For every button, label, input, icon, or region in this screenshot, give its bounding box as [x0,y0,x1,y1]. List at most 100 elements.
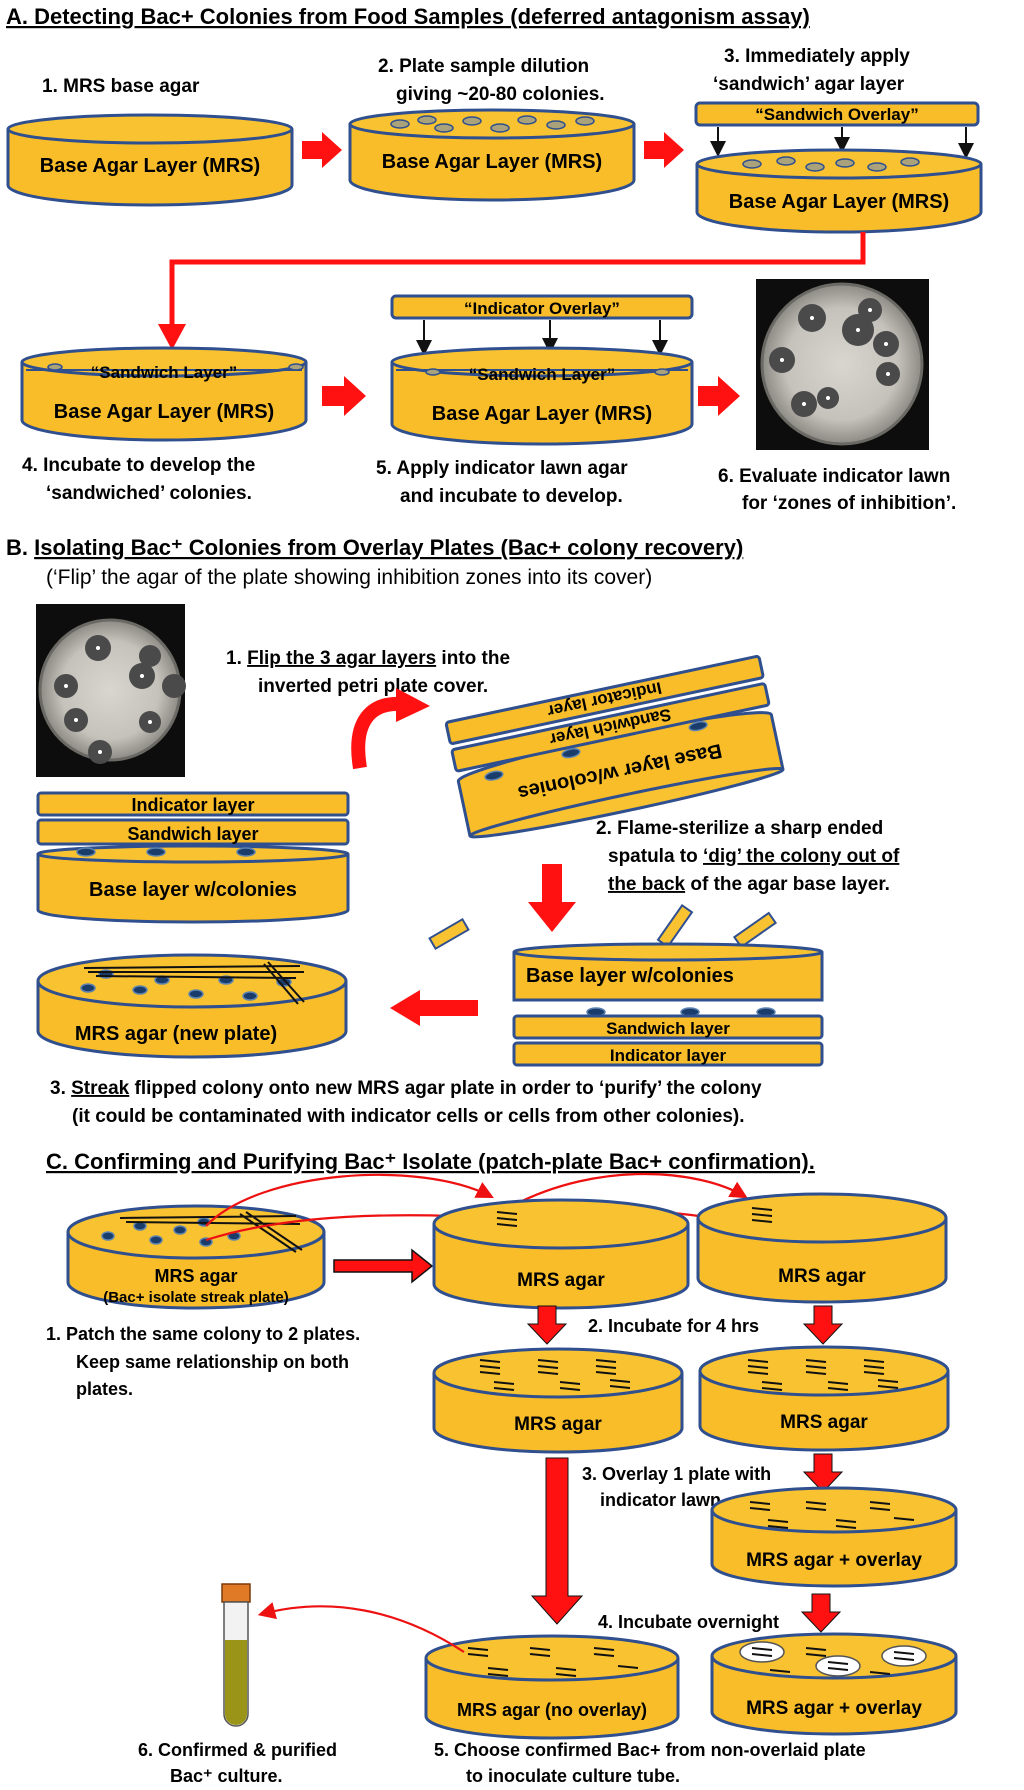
c-down-arrow-3 [802,1453,844,1493]
c-incubated-plate-2-label: MRS agar [780,1412,868,1433]
b-stack-left: Indicator layer Sandwich layer Base laye… [36,791,350,924]
b-left-indicator-layer [36,791,350,817]
b-new-plate-label: MRS agar (new plate) [75,1023,277,1045]
c-step1-label-line1: 1. Patch the same colony to 2 plates. [46,1324,360,1344]
c-incubated-plate-1: MRS agar [432,1347,684,1454]
b-agar-fragment-3 [732,911,778,949]
b-stack-flipped: Base layer w/colonies Sandwich layer Ind… [444,655,785,839]
a-step6-label-line2: for ‘zones of inhibition’. [742,493,956,514]
a-step4-label-line2: ‘sandwiched’ colonies. [46,483,252,504]
a-inhibition-photo [756,279,929,450]
c-step3-label-line1: 3. Overlay 1 plate with [582,1464,771,1484]
b-stack-right: Base layer w/colonies Sandwich layer Ind… [512,942,824,1067]
a-arrow-1-2 [302,132,342,168]
a-plate-1: Base Agar Layer (MRS) [6,113,294,207]
c-step3-label-line2: indicator lawn [600,1490,721,1510]
section-a-title: A. Detecting Bac+ Colonies from Food Sam… [6,4,810,29]
a-sandwich-overlay [694,101,980,127]
b-left-sandwich-layer [36,818,350,846]
a-plate-5-sandwich-label: “Sandwich Layer” [469,365,615,384]
b-left-arrow [390,990,478,1026]
a-plate-4-label: Base Agar Layer (MRS) [54,401,274,423]
b-step3-label-line1: 3. Streak flipped colony onto new MRS ag… [50,1078,762,1099]
b-right-base-label: Base layer w/colonies [526,965,734,987]
b-flip-arrow [351,696,403,770]
c-patch-plate-1-label: MRS agar [517,1270,605,1291]
c-no-overlay-plate: MRS agar (no overlay) [424,1634,680,1740]
section-c-title: C. Confirming and Purifying Bac⁺ Isolate… [46,1149,815,1174]
c-patch-arrow-1 [205,1173,494,1227]
c-step1-label-line3: plates. [76,1379,133,1399]
a-sandwich-overlay-label: “Sandwich Overlay” [755,105,918,124]
b-right-sandwich-layer [512,1014,824,1040]
b-right-indicator-layer [512,1041,824,1067]
c-step5-label-line1: 5. Choose confirmed Bac+ from non-overla… [434,1740,866,1760]
a-plate-2-label: Base Agar Layer (MRS) [382,151,602,173]
a-step5-label-line1: 5. Apply indicator lawn agar [376,458,628,479]
a-step2-label-line1: 2. Plate sample dilution [378,56,589,77]
b-agar-fragment [428,917,470,951]
a-plate-4: “Sandwich Layer” Base Agar Layer (MRS) [20,346,308,442]
b-new-plate: MRS agar (new plate) [36,953,348,1059]
a-step6-label-line1: 6. Evaluate indicator lawn [718,466,950,487]
a-arrow-4-5 [322,376,366,416]
c-long-down-arrow [530,1457,584,1625]
a-step2-label-line2: giving ~20-80 colonies. [396,84,605,105]
a-plate-3-label: Base Agar Layer (MRS) [729,191,949,213]
c-incubated-plate-1-label: MRS agar [514,1414,602,1435]
a-plate-1-label: Base Agar Layer (MRS) [40,155,260,177]
a-plate-5: “Indicator Overlay” “Sandwich Layer” Bas… [390,294,694,446]
b-right-sandwich-label: Sandwich layer [606,1019,730,1038]
c-patch-plate-2-label: MRS agar [778,1266,866,1287]
c-step1-label-line2: Keep same relationship on both [76,1352,349,1372]
c-step2-label: 2. Incubate for 4 hrs [588,1316,759,1336]
b-left-sandwich-label: Sandwich layer [127,824,258,844]
a-plate-5-label: Base Agar Layer (MRS) [432,403,652,425]
c-step6-label-line2: Bac⁺ culture. [170,1766,283,1786]
c-down-arrow-2 [802,1305,844,1345]
a-plate-2: Base Agar Layer (MRS) [348,108,636,202]
b-step2-label-line2: spatula to ‘dig’ the colony out of [608,846,900,867]
c-right-arrow [333,1248,434,1284]
c-streak-plate: MRS agar (Bac+ isolate streak plate) [66,1204,326,1310]
c-down-arrow-4 [800,1593,842,1633]
b-right-indicator-label: Indicator layer [610,1046,727,1065]
a-plate-2-colonies [390,115,595,133]
b-left-base-label: Base layer w/colonies [89,879,297,901]
culture-tube-icon [221,1583,251,1727]
b-step3-label-line2: (it could be contaminated with indicator… [72,1106,745,1127]
a-plate-4-sandwich-label: “Sandwich Layer” [91,363,237,382]
c-down-arrow-1 [526,1305,568,1345]
c-patch-plate-1: MRS agar [432,1198,690,1310]
c-no-overlay-plate-label: MRS agar (no overlay) [457,1700,647,1720]
a-step3-label-line2: ‘sandwich’ agar layer [713,74,905,95]
b-inhibition-photo [36,604,186,777]
b-step2-label-line1: 2. Flame-sterilize a sharp ended [596,818,883,839]
b-step1-label-line1: 1. Flip the 3 agar layers into the [226,648,510,669]
a-indicator-overlay-label: “Indicator Overlay” [464,299,620,318]
b-left-indicator-label: Indicator layer [131,795,254,815]
a-arrow-2-3 [644,132,684,168]
a-plate-3: “Sandwich Overlay” Base Agar Layer (MRS) [694,101,983,234]
c-streak-plate-label: MRS agar [154,1266,237,1286]
c-step5-label-line2: to inoculate culture tube. [466,1766,680,1786]
b-agar-fragment-2 [656,903,694,949]
a-step3-label-line1: 3. Immediately apply [724,46,910,67]
a-connector-arrow [169,232,866,332]
a-arrow-5-6 [698,376,740,416]
a-indicator-overlay [390,294,694,320]
b-step1-label-line2: inverted petri plate cover. [258,676,488,697]
c-patch-arrow-3 [511,1172,748,1207]
c-overlay-plate: MRS agar + overlay [710,1486,958,1588]
a-step5-label-line2: and incubate to develop. [400,486,623,507]
b-step2-label-line3: the back of the agar base layer. [608,874,890,895]
section-b-title: B. Isolating Bac⁺ Colonies from Overlay … [6,535,743,560]
c-incubated-plate-2: MRS agar [698,1345,950,1452]
c-inoculate-arrow [257,1602,465,1653]
c-streak-plate-sublabel: (Bac+ isolate streak plate) [103,1289,289,1306]
c-patch-plate-2: MRS agar [696,1192,948,1304]
a-step4-label-line1: 4. Incubate to develop the [22,455,255,476]
section-b-subtitle: (‘Flip’ the agar of the plate showing in… [46,566,652,589]
c-step6-label-line1: 6. Confirmed & purified [138,1740,337,1760]
